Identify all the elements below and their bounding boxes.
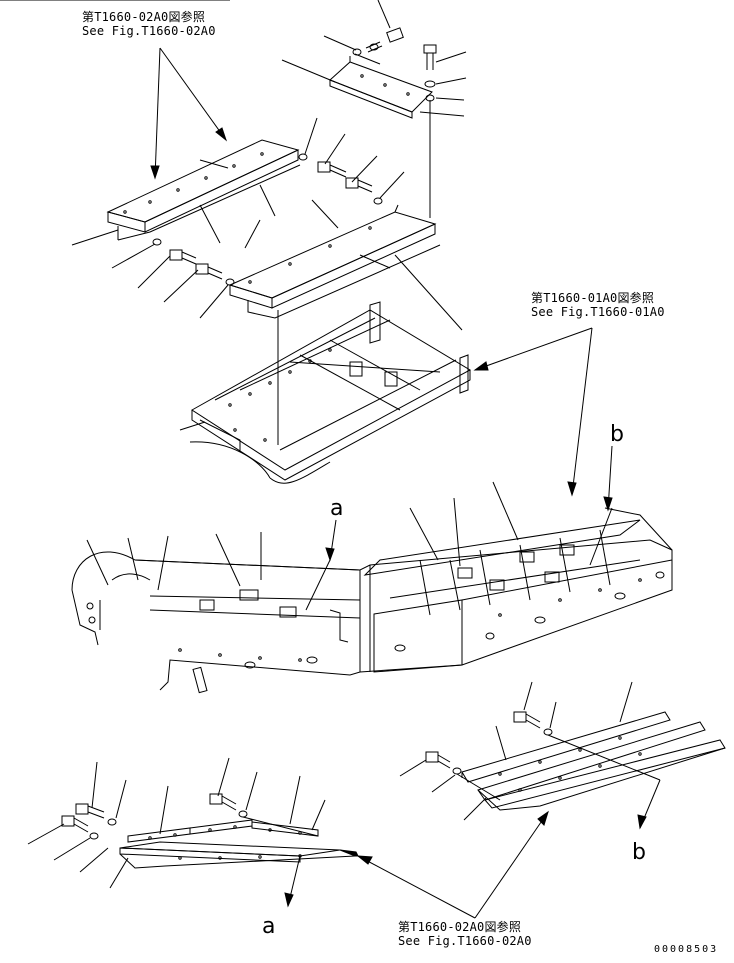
- top-ref-label: 第T1660-02A0図参照 See Fig.T1660-02A0: [82, 10, 216, 38]
- top-right-bracket: [329, 53, 433, 119]
- top-bolts: [152, 27, 437, 286]
- top-ref-line1: 第T1660-02A0図参照: [82, 10, 206, 24]
- top-left-cover-plate: [106, 139, 301, 241]
- bottom-right-leader-lines: [399, 681, 661, 919]
- bottom-left-bolts: [61, 793, 319, 840]
- bottom-ref-label: 第T1660-02A0図参照 See Fig.T1660-02A0: [398, 920, 532, 948]
- marker-b-bottom: b: [632, 840, 646, 865]
- upper-frame-assembly: [0, 0, 472, 484]
- bottom-ref-line2: See Fig.T1660-02A0: [398, 934, 532, 948]
- top-ref-arrows: [150, 47, 228, 180]
- marker-b-top: b: [610, 422, 624, 447]
- marker-a-bottom: a: [262, 914, 276, 939]
- bottom-right-cover-plates: [461, 711, 726, 811]
- right-ref-label: 第T1660-01A0図参照 See Fig.T1660-01A0: [531, 291, 665, 319]
- bottom-ref-line1: 第T1660-02A0図参照: [398, 920, 522, 934]
- right-ref-line2: See Fig.T1660-01A0: [531, 305, 665, 319]
- marker-a-top: a: [330, 496, 344, 521]
- main-track-frame: [71, 507, 673, 694]
- assembly-lines-top: [277, 100, 463, 445]
- bottom-left-cover-plates: [119, 819, 359, 869]
- main-frame-leader-lines: [86, 445, 613, 611]
- right-ref-line1: 第T1660-01A0図参照: [531, 291, 655, 305]
- drawing-number: 00008503: [654, 944, 719, 955]
- top-center-cover-plate: [228, 204, 441, 319]
- bottom-left-leader-lines: [27, 757, 476, 919]
- top-ref-line2: See Fig.T1660-02A0: [82, 24, 216, 38]
- bottom-right-bolts: [425, 711, 661, 801]
- top-leader-lines: [71, 0, 467, 319]
- right-ref-arrows: [473, 327, 593, 497]
